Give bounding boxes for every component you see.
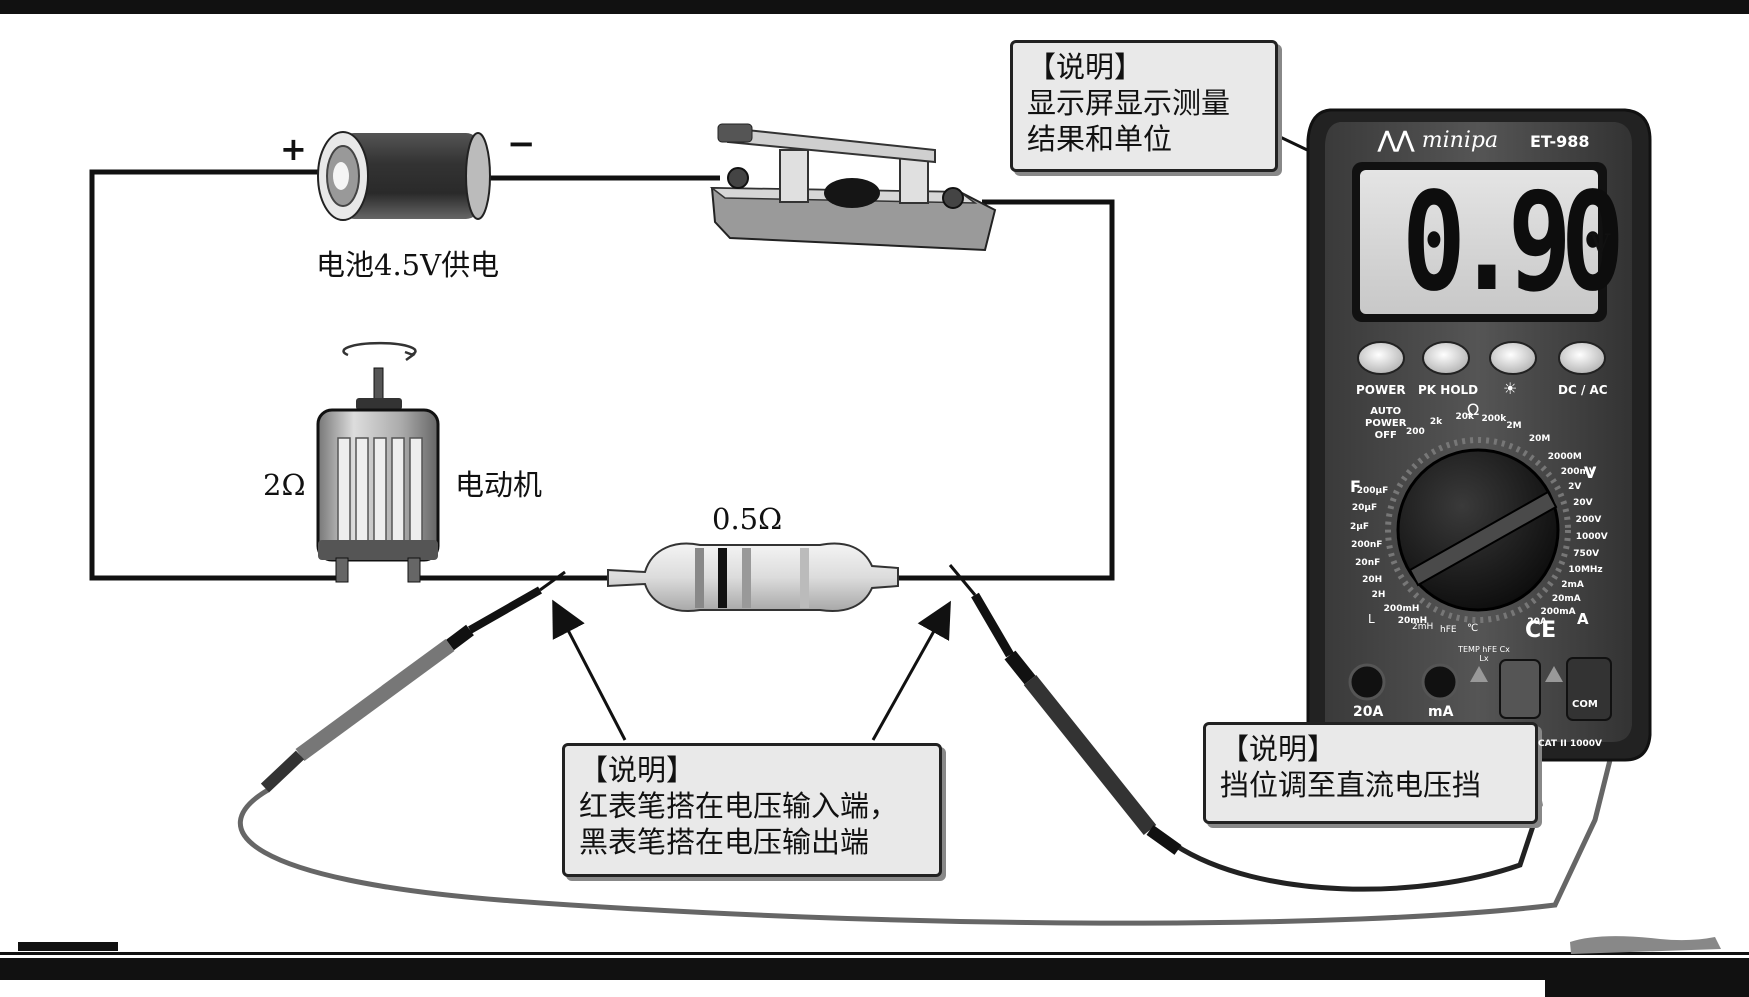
- voltage-mark: V: [1584, 463, 1597, 482]
- hfe-mark: hFE: [1440, 625, 1457, 635]
- dial-range-label: 20V: [1573, 498, 1593, 509]
- callout-title: 【说明】: [1220, 732, 1337, 766]
- dial-range-label: 20nF: [1355, 557, 1381, 568]
- arrow-red-probe: [552, 599, 627, 741]
- inductance-mark: L: [1368, 612, 1375, 626]
- dial-range-label: 200mH: [1383, 604, 1420, 615]
- callout-line: 挡位调至直流电压挡: [1220, 768, 1482, 802]
- temp-mark: ℃: [1467, 623, 1479, 634]
- multimeter: [1306, 108, 1652, 762]
- callout-title: 【说明】: [1027, 50, 1144, 84]
- dial-range-label: 2M: [1506, 421, 1522, 432]
- button-row: [1357, 341, 1606, 375]
- dial-range-label: 2H: [1371, 590, 1386, 601]
- dial-range-label: 200V: [1575, 515, 1602, 526]
- dial-range-label: 200k: [1481, 413, 1507, 424]
- ohm-mark: Ω: [1467, 400, 1480, 419]
- lcd-display: [1360, 170, 1598, 314]
- dial-ticks: [1385, 437, 1571, 623]
- jack-20a[interactable]: [1348, 663, 1386, 701]
- power-button[interactable]: [1357, 341, 1405, 375]
- jack-ma-label: mA: [1428, 704, 1454, 720]
- battery-negative-label: −: [507, 124, 536, 164]
- dial-range-label: 20A: [1527, 617, 1547, 628]
- inductance-2mh-mark: 2mH: [1412, 622, 1434, 632]
- jack-temp-label: TEMP hFE Cx Lx: [1458, 645, 1510, 663]
- power-button-label: POWER: [1356, 383, 1406, 397]
- motor-label: 电动机: [455, 468, 543, 502]
- callout-title: 【说明】: [579, 753, 696, 787]
- dial-range-label: 200nF: [1351, 539, 1383, 550]
- dial-range-label: 200mV: [1560, 467, 1596, 477]
- dial-range-label: 2V: [1568, 482, 1582, 493]
- ce-mark: CE: [1525, 618, 1557, 643]
- callout-line: 显示屏显示测量: [1027, 86, 1231, 120]
- rotary-dial[interactable]: [1396, 448, 1560, 612]
- display-callout: 【说明】 显示屏显示测量 结果和单位: [1010, 40, 1278, 172]
- dial-range-label: 2μF: [1350, 521, 1370, 532]
- dial-range-label: 10MHz: [1568, 564, 1603, 575]
- knife-switch: [709, 123, 997, 252]
- black-probe-lead: [1173, 719, 1543, 892]
- bottom-border: [0, 958, 1749, 980]
- dc-ac-button-label: DC / AC: [1558, 383, 1608, 397]
- dial-range-label: 200: [1406, 427, 1425, 437]
- capacitance-mark: F: [1350, 477, 1361, 496]
- current-mark: A: [1577, 610, 1589, 628]
- multimeter-brand: ⋀⋀ minipa: [1378, 127, 1499, 153]
- dial-range-label: 750V: [1573, 548, 1600, 559]
- black-probe: [948, 564, 1182, 855]
- pk-hold-button[interactable]: [1422, 341, 1470, 375]
- multimeter-model: ET-988: [1530, 132, 1590, 151]
- battery-label: 电池4.5V供电: [316, 248, 500, 282]
- jack-temp-plug[interactable]: [1499, 659, 1541, 719]
- callout-line: 红表笔搭在电压输入端，: [579, 789, 899, 823]
- jack-com-plug[interactable]: [1566, 657, 1612, 721]
- top-border: [0, 0, 1749, 14]
- dial-range-label: 200mA: [1540, 606, 1576, 617]
- dial-range-label: 20H: [1362, 574, 1383, 585]
- probe-callout: 【说明】 红表笔搭在电压输入端， 黑表笔搭在电压输出端: [562, 743, 942, 877]
- battery-positive-label: +: [280, 130, 307, 168]
- cat-rating-label: CAT II 1000V: [1538, 739, 1602, 749]
- battery: [317, 131, 491, 221]
- dial-range-label: 200μF: [1356, 485, 1389, 496]
- lcd-reading: 0.90: [1402, 164, 1625, 322]
- dial-range-label: 20k: [1455, 412, 1474, 423]
- dial-range-label: 20μF: [1351, 503, 1378, 514]
- jack-ma[interactable]: [1421, 663, 1459, 701]
- logo-mark: ⋀⋀: [1378, 127, 1422, 153]
- motor: [316, 341, 440, 583]
- dial-callout: 【说明】 挡位调至直流电压挡: [1203, 722, 1538, 824]
- backlight-button[interactable]: [1489, 341, 1537, 375]
- arrow-black-probe: [871, 600, 951, 741]
- red-probe-lead: [238, 719, 1623, 926]
- resistor-label: 0.5Ω: [712, 502, 783, 536]
- lcd-unit: V: [1590, 228, 1611, 261]
- pk-hold-button-label: PK HOLD: [1418, 383, 1479, 397]
- dial-range-label: 20mA: [1551, 594, 1581, 605]
- callout-line: 结果和单位: [1027, 122, 1173, 156]
- dial-range-label: 1000V: [1575, 531, 1608, 542]
- jack-20a-label: 20A: [1353, 704, 1384, 720]
- backlight-icon: ☀: [1503, 379, 1518, 398]
- red-probe: [260, 570, 566, 793]
- dial-range-label: 20mH: [1397, 615, 1428, 626]
- input-jacks: [1348, 663, 1459, 701]
- dial-range-label: 2mA: [1561, 580, 1584, 591]
- auto-power-off-label: AUTO POWER OFF: [1365, 406, 1407, 441]
- dc-ac-button[interactable]: [1558, 341, 1606, 375]
- dial-range-label: 2000M: [1547, 452, 1582, 462]
- jack-com-label: COM: [1572, 699, 1598, 710]
- circuit-wires: [89, 169, 1115, 581]
- callout-line: 黑表笔搭在电压输出端: [579, 825, 870, 859]
- dial-range-label: 2k: [1429, 416, 1443, 427]
- dial-range-label: 20M: [1528, 434, 1551, 445]
- resistor: [607, 542, 899, 612]
- motor-resistance-label: 2Ω: [263, 468, 306, 502]
